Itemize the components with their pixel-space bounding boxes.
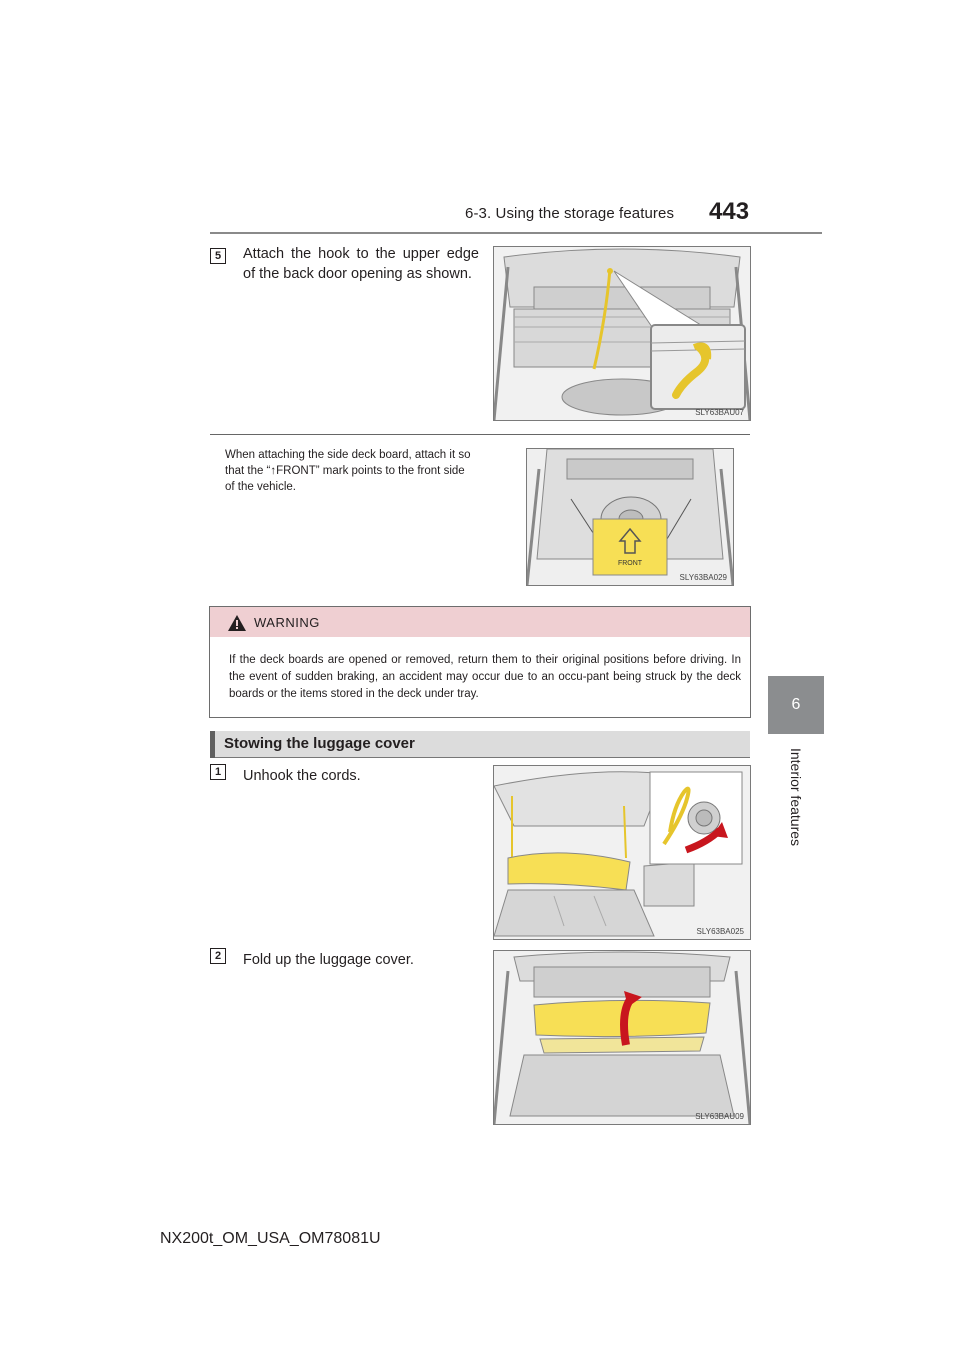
chapter-tab: 6 bbox=[768, 676, 824, 734]
fold-cover-illustration bbox=[494, 951, 750, 1124]
note-line-3: of the vehicle. bbox=[225, 481, 296, 493]
chapter-title-vertical: Interior features bbox=[770, 742, 822, 852]
note-line-1: When attaching the side deck board, atta… bbox=[225, 449, 471, 461]
step-5-text: Attach the hook to the upper edge of the… bbox=[243, 244, 479, 284]
figure-code: SLY63BA025 bbox=[696, 927, 744, 936]
section-header-bar bbox=[210, 731, 750, 758]
unhook-cords-illustration bbox=[494, 766, 750, 939]
figure-code: SLY63BA029 bbox=[679, 573, 727, 582]
step-1-text: Unhook the cords. bbox=[243, 768, 361, 784]
figure-fold-luggage-cover: SLY63BAU09 bbox=[493, 950, 751, 1125]
note-line-2: that the “↑FRONT” mark points to the fro… bbox=[225, 465, 465, 477]
figure-back-door-hook: SLY63BAU07 bbox=[493, 246, 751, 421]
warning-title: WARNING bbox=[254, 615, 320, 630]
section-title: Stowing the luggage cover bbox=[224, 735, 415, 752]
front-mark-label: FRONT bbox=[618, 560, 643, 567]
chapter-number: 6 bbox=[791, 696, 801, 713]
note-text: When attaching the side deck board, atta… bbox=[225, 447, 515, 495]
step-5-line-1: Attach the hook to the upper edge bbox=[243, 246, 479, 262]
step-2-text: Fold up the luggage cover. bbox=[243, 952, 414, 968]
step-number-1: 1 bbox=[210, 764, 226, 780]
warning-header bbox=[210, 607, 750, 637]
step-number-5: 5 bbox=[210, 248, 226, 264]
back-door-hook-illustration bbox=[494, 247, 750, 420]
warning-triangle-icon bbox=[228, 615, 246, 631]
step-5-line-2: of the back door opening as shown. bbox=[243, 266, 472, 282]
header-rule bbox=[210, 232, 822, 234]
running-header-section: 6-3. Using the storage features bbox=[465, 205, 675, 222]
note-rule bbox=[210, 434, 750, 435]
footer-document-code: NX200t_OM_USA_OM78081U bbox=[160, 1230, 381, 1247]
chapter-title: Interior features bbox=[788, 747, 804, 847]
figure-front-mark: FRONT SLY63BA029 bbox=[526, 448, 734, 586]
figure-code: SLY63BAU09 bbox=[695, 1112, 744, 1121]
figure-code: SLY63BAU07 bbox=[695, 408, 744, 417]
step-number-2: 2 bbox=[210, 948, 226, 964]
deck-board-illustration: FRONT bbox=[527, 449, 733, 585]
page-number: 443 bbox=[709, 198, 750, 225]
figure-unhook-cords: SLY63BA025 bbox=[493, 765, 751, 940]
warning-box bbox=[209, 606, 751, 718]
warning-text: If the deck boards are opened or removed… bbox=[229, 654, 741, 700]
section-header-accent bbox=[210, 731, 215, 758]
